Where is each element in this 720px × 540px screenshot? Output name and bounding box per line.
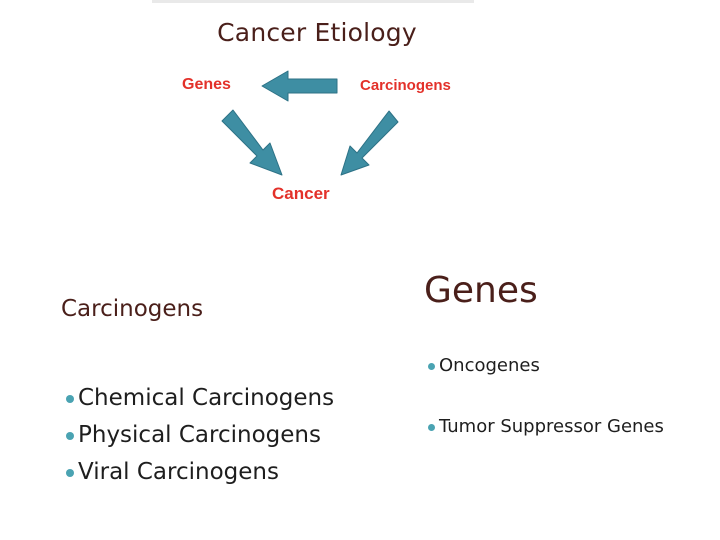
diagram-title: Cancer Etiology (217, 18, 417, 47)
list-item: Physical Carcinogens (66, 418, 334, 455)
genes-list: Oncogenes Tumor Suppressor Genes (428, 352, 664, 474)
top-edge-strip (152, 0, 474, 3)
list-item: Chemical Carcinogens (66, 381, 334, 418)
carcinogens-list: Chemical Carcinogens Physical Carcinogen… (66, 381, 334, 492)
node-genes: Genes (182, 76, 231, 93)
list-item: Oncogenes (428, 352, 664, 413)
arrow-carcinogens-to-cancer (340, 110, 399, 176)
list-item: Tumor Suppressor Genes (428, 413, 664, 474)
node-carcinogens: Carcinogens (360, 77, 451, 94)
genes-heading: Genes (424, 270, 538, 311)
carcinogens-heading: Carcinogens (61, 296, 204, 322)
list-item: Viral Carcinogens (66, 455, 334, 492)
arrow-carcinogens-to-genes (261, 70, 338, 102)
arrow-genes-to-cancer (221, 109, 283, 176)
node-cancer: Cancer (272, 184, 330, 203)
